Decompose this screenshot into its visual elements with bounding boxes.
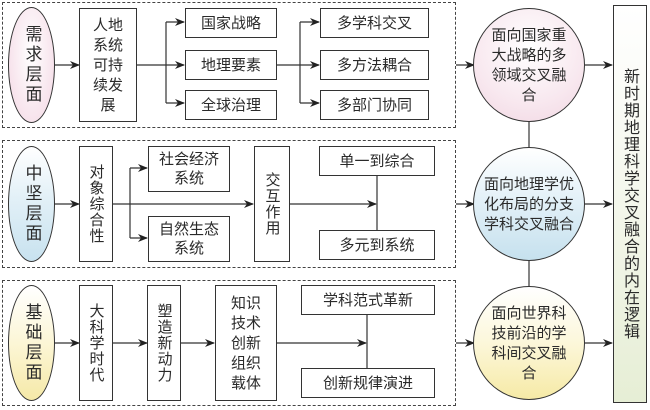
demand-right-label-2: 多部门协同 [336,95,412,114]
demand-right-box-2: 多部门协同 [320,90,429,120]
core-interaction-label: 交互作用 [263,172,282,236]
final-logic-box: 新时期地理科学交叉融合的内在逻辑 [613,5,647,403]
base-right-box-0: 学科范式革新 [301,285,435,315]
outcome-circle-demand: 面向国家重大战略的多领域交叉融合 [473,8,585,122]
core-middle-box-0: 社会经济系统 [148,146,230,192]
layer-label-demand: 需求层面 [21,25,42,105]
outcome-label-base: 面向世界科技前沿的学科间交叉融合 [491,304,567,382]
demand-middle-box-0: 国家战略 [185,8,277,38]
demand-right-box-0: 多学科交叉 [320,8,429,38]
base-right-label-1: 创新规律演进 [322,373,413,392]
demand-right-box-1: 多方法耦合 [320,50,429,80]
base-source-box: 大科学时代 [79,285,113,401]
core-right-box-1: 多元到系统 [319,230,435,260]
outcome-circle-core: 面向地理学优化布局的分支学科交叉融合 [473,147,585,261]
core-source-label: 对象综合性 [87,164,106,244]
demand-middle-label-1: 地理要素 [200,55,261,74]
demand-middle-label-0: 国家战略 [200,13,261,32]
outcome-label-demand: 面向国家重大战略的多领域交叉融合 [491,26,567,104]
base-driver-label: 塑造新动力 [155,303,174,383]
core-middle-box-1: 自然生态系统 [148,216,230,262]
base-driver-box: 塑造新动力 [147,285,181,401]
core-interaction-box: 交互作用 [254,146,290,262]
base-carrier-box: 知识技术创新组织载体 [215,285,277,401]
base-group-frame [2,280,456,406]
demand-middle-box-1: 地理要素 [185,50,277,80]
demand-middle-label-2: 全球治理 [200,95,261,114]
layer-label-core: 中坚层面 [21,164,42,244]
core-middle-label-1: 自然生态系统 [158,220,219,257]
demand-right-label-1: 多方法耦合 [336,55,412,74]
demand-middle-box-2: 全球治理 [185,90,277,120]
base-source-label: 大科学时代 [87,303,106,383]
final-logic-label: 新时期地理科学交叉融合的内在逻辑 [621,68,640,340]
demand-group-frame [2,2,456,128]
base-carrier-label: 知识技术创新组织载体 [230,294,261,392]
base-right-box-1: 创新规律演进 [301,368,435,398]
core-middle-label-0: 社会经济系统 [158,150,219,187]
demand-source-box: 人地系统可持续发展 [79,8,137,122]
core-right-label-1: 多元到系统 [339,235,415,254]
outcome-circle-base: 面向世界科技前沿的学科间交叉融合 [473,286,585,400]
core-source-box: 对象综合性 [79,146,113,262]
base-right-label-0: 学科范式革新 [322,290,413,309]
core-group-frame [2,140,456,268]
outcome-label-core: 面向地理学优化布局的分支学科交叉融合 [483,175,574,233]
demand-source-label: 人地系统可持续发展 [92,16,123,114]
layer-oval-base: 基础层面 [8,285,55,401]
demand-right-label-0: 多学科交叉 [336,13,412,32]
core-right-label-0: 单一到综合 [339,151,415,170]
layer-label-base: 基础层面 [21,303,42,383]
core-right-box-0: 单一到综合 [319,146,435,176]
layer-oval-demand: 需求层面 [8,7,55,123]
layer-oval-core: 中坚层面 [8,146,55,262]
